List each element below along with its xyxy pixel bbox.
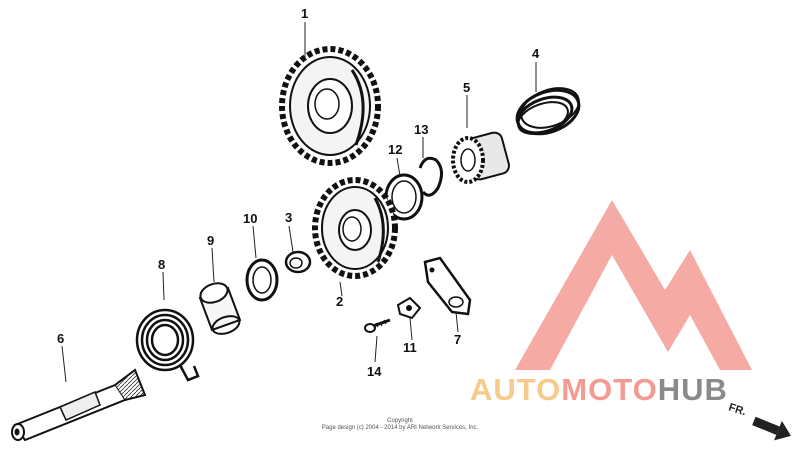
callout-4: 4 bbox=[532, 46, 540, 61]
callout-7: 7 bbox=[454, 332, 461, 347]
callout-10: 10 bbox=[243, 211, 257, 226]
callout-6: 6 bbox=[57, 331, 64, 346]
front-arrow-icon bbox=[752, 416, 791, 441]
torsion-spring-8 bbox=[135, 308, 200, 382]
copyright-line-1: Copyright bbox=[387, 418, 413, 424]
bushing-9 bbox=[198, 282, 242, 335]
washer-10 bbox=[245, 258, 279, 302]
gear-1-kickstarter-idle-gear bbox=[279, 46, 381, 166]
callout-11: 11 bbox=[403, 340, 417, 355]
callout-9: 9 bbox=[207, 233, 214, 248]
clip-13 bbox=[418, 156, 443, 197]
callout-5: 5 bbox=[463, 80, 470, 95]
fr-label: FR. bbox=[727, 401, 748, 418]
front-direction-indicator: FR. bbox=[727, 401, 791, 441]
callout-13: 13 bbox=[414, 122, 428, 137]
callout-12: 12 bbox=[388, 142, 402, 157]
ratchet-5 bbox=[451, 131, 510, 184]
collar-3 bbox=[284, 250, 312, 274]
copyright-notice: Copyright Page design (c) 2004 - 2014 by… bbox=[300, 418, 500, 432]
leader-lines bbox=[61, 22, 537, 383]
callout-14: 14 bbox=[367, 364, 382, 379]
bolt-14 bbox=[364, 318, 391, 333]
washer-12 bbox=[384, 173, 424, 221]
callout-3: 3 bbox=[285, 210, 292, 225]
watermark-moto: MOTO bbox=[561, 372, 658, 407]
gear-2-kickstarter-drive-gear bbox=[312, 177, 398, 279]
watermark-auto: AUTO bbox=[470, 372, 562, 407]
copyright-line-2: Page design (c) 2004 - 2014 by ARI Netwo… bbox=[321, 425, 479, 431]
callout-1: 1 bbox=[301, 6, 308, 21]
spindle-6 bbox=[11, 368, 147, 442]
spring-4 bbox=[515, 87, 581, 136]
callout-2: 2 bbox=[336, 294, 343, 309]
watermark-logo-text: AUTOMOTOHUB bbox=[470, 372, 728, 408]
stopper-plate-7 bbox=[423, 256, 472, 316]
watermark-triangle-logo bbox=[515, 200, 752, 370]
callout-8: 8 bbox=[158, 257, 165, 272]
callout-labels: 1 2 3 4 5 6 7 8 9 10 11 12 13 14 bbox=[57, 6, 540, 379]
watermark-hub: HUB bbox=[657, 372, 728, 407]
guide-11 bbox=[396, 296, 422, 320]
